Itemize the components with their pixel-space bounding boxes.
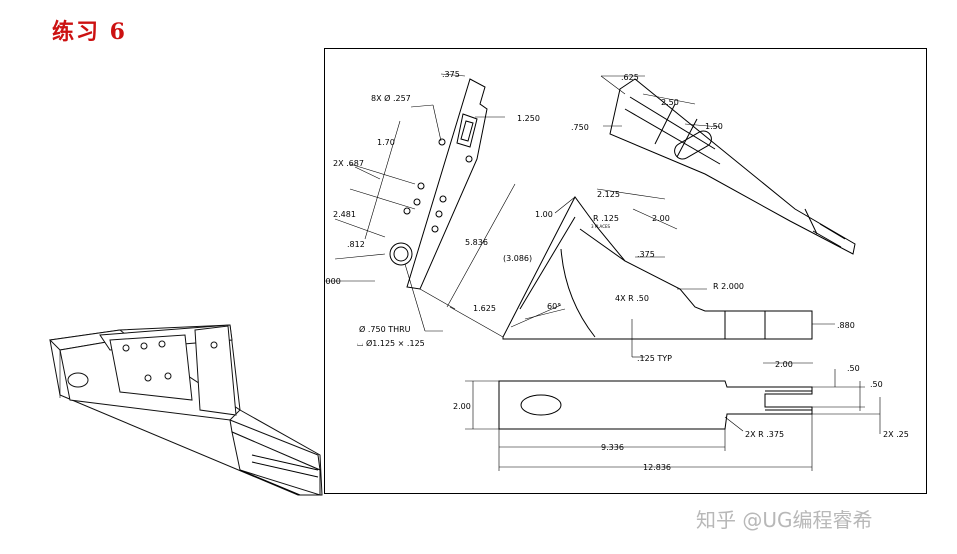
- dim-750: .750: [571, 123, 589, 132]
- dim-150: 1.50: [705, 122, 723, 131]
- dim-2481: 2.481: [333, 210, 356, 219]
- dim-3-places: 3 PLACES: [591, 224, 611, 229]
- dim-200c: 2.00: [453, 402, 471, 411]
- dim-375: .375: [442, 70, 460, 79]
- dim-2x-25: 2X .25: [883, 430, 909, 439]
- dim-100: 1.00: [535, 210, 553, 219]
- dim-250: 2.50: [661, 98, 679, 107]
- dim-thru-hole: Ø .750 THRU: [359, 324, 411, 334]
- dim-9336: 9.336: [601, 443, 624, 452]
- dim-880: .880: [837, 321, 855, 330]
- dim-5836: 5.836: [465, 238, 488, 247]
- dim-r2000: R 2.000: [713, 282, 744, 291]
- dim-4x-r50: 4X R .50: [615, 294, 649, 303]
- top-left-view: [325, 73, 505, 332]
- dim-170: 1.70: [377, 138, 395, 147]
- dim-counterbore: ⌴ Ø1.125 × .125: [357, 338, 425, 348]
- dim-125-typ: .125 TYP: [637, 354, 672, 363]
- dim-200a: 2.00: [652, 214, 670, 223]
- dim-50a: .50: [847, 364, 860, 373]
- dim-8x-hole: 8X Ø .257: [371, 93, 411, 103]
- dim-60deg: 60°: [547, 302, 561, 311]
- bottom-plan-view: [465, 362, 881, 471]
- dim-3086: (3.086): [503, 254, 532, 263]
- dim-2125: 2.125: [597, 190, 620, 199]
- technical-drawing: .375 8X Ø .257 1.250 1.70 2X .687 2.481 …: [325, 70, 909, 472]
- isometric-part: [48, 324, 323, 496]
- middle-side-view: [446, 183, 835, 358]
- dim-2x-r375: 2X R .375: [745, 430, 784, 439]
- dim-r125: R .125: [593, 214, 619, 223]
- dim-000: .000: [325, 277, 341, 286]
- drawing-sheet: .375 8X Ø .257 1.250 1.70 2X .687 2.481 …: [324, 48, 927, 494]
- top-right-view: [600, 75, 856, 255]
- dim-812: .812: [347, 240, 365, 249]
- dim-1625: 1.625: [473, 304, 496, 313]
- dim-12836: 12.836: [643, 463, 671, 472]
- hole-icon: [67, 372, 89, 388]
- dim-1250: 1.250: [517, 114, 540, 123]
- dim-625: .625: [621, 73, 639, 82]
- dim-200b: 2.00: [775, 360, 793, 369]
- dim-2x-687: 2X .687: [333, 159, 364, 168]
- dim-50b: .50: [870, 380, 883, 389]
- watermark: 知乎 @UG编程睿希: [696, 508, 873, 532]
- page-title: 练习 6: [52, 19, 127, 45]
- dim-375b: .375: [637, 250, 655, 259]
